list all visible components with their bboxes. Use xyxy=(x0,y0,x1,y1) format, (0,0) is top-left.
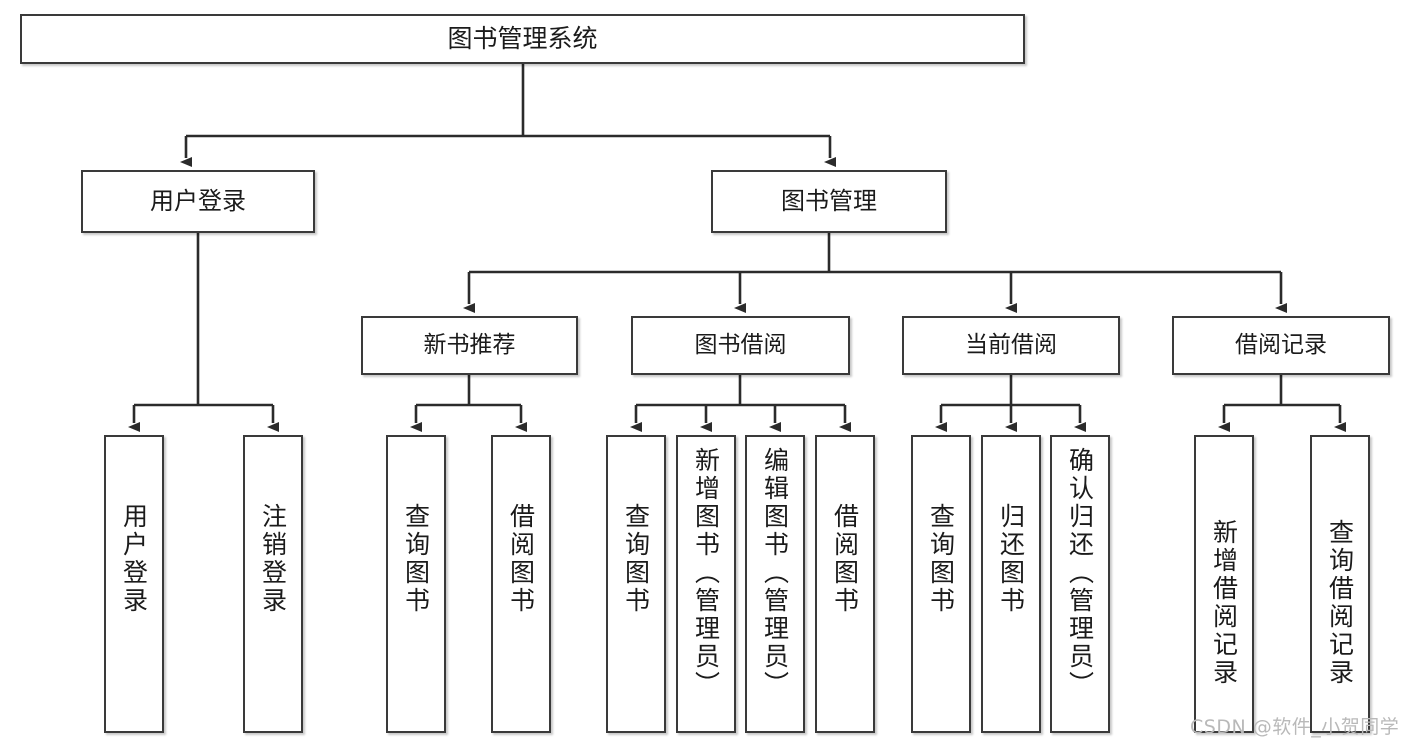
node-borrow-record[interactable]: 借阅记录 xyxy=(1172,316,1390,375)
leaf-borrow-book-recommend[interactable]: 借阅图书 xyxy=(491,435,551,733)
leaf-borrow-book[interactable]: 借阅图书 xyxy=(815,435,875,733)
node-user-login[interactable]: 用户登录 xyxy=(81,170,315,233)
leaf-borrow-book-label: 借阅图书 xyxy=(830,503,860,615)
node-root-label: 图书管理系统 xyxy=(447,24,598,54)
leaf-query-book-current[interactable]: 查询图书 xyxy=(911,435,971,733)
leaf-add-borrow-record-label: 新增借阅记录 xyxy=(1209,519,1239,687)
leaf-logout[interactable]: 注销登录 xyxy=(243,435,303,733)
leaf-edit-book-admin-label: 编辑图书（管理员） xyxy=(760,447,790,699)
node-borrow-record-label: 借阅记录 xyxy=(1235,331,1327,358)
leaf-query-borrow-record[interactable]: 查询借阅记录 xyxy=(1310,435,1370,733)
leaf-query-book-borrow[interactable]: 查询图书 xyxy=(606,435,666,733)
csdn-watermark: CSDN @软件_小贺同学 xyxy=(1190,716,1400,738)
node-book-borrow-label: 图书借阅 xyxy=(694,331,787,358)
leaf-user-login-label: 用户登录 xyxy=(119,503,149,615)
leaf-query-book-recommend-label: 查询图书 xyxy=(401,503,431,615)
node-new-book-recommend[interactable]: 新书推荐 xyxy=(361,316,578,375)
leaf-return-book[interactable]: 归还图书 xyxy=(981,435,1041,733)
node-new-book-recommend-label: 新书推荐 xyxy=(423,331,516,358)
leaf-query-book-recommend[interactable]: 查询图书 xyxy=(386,435,446,733)
leaf-add-book-admin[interactable]: 新增图书（管理员） xyxy=(676,435,736,733)
leaf-user-login[interactable]: 用户登录 xyxy=(104,435,164,733)
node-book-management[interactable]: 图书管理 xyxy=(711,170,947,233)
node-book-borrow[interactable]: 图书借阅 xyxy=(631,316,850,375)
leaf-edit-book-admin[interactable]: 编辑图书（管理员） xyxy=(745,435,805,733)
leaf-borrow-book-recommend-label: 借阅图书 xyxy=(506,503,536,615)
leaf-logout-label: 注销登录 xyxy=(258,503,288,615)
leaf-confirm-return-admin[interactable]: 确认归还（管理员） xyxy=(1050,435,1110,733)
node-root[interactable]: 图书管理系统 xyxy=(20,14,1025,64)
leaf-query-book-current-label: 查询图书 xyxy=(926,503,956,615)
leaf-query-book-borrow-label: 查询图书 xyxy=(621,503,651,615)
node-current-borrow-label: 当前借阅 xyxy=(965,331,1057,358)
node-book-management-label: 图书管理 xyxy=(781,187,877,216)
leaf-query-borrow-record-label: 查询借阅记录 xyxy=(1325,519,1355,687)
leaf-return-book-label: 归还图书 xyxy=(996,503,1026,615)
leaf-confirm-return-admin-label: 确认归还（管理员） xyxy=(1065,447,1095,699)
leaf-add-book-admin-label: 新增图书（管理员） xyxy=(691,447,721,699)
node-current-borrow[interactable]: 当前借阅 xyxy=(902,316,1120,375)
leaf-add-borrow-record[interactable]: 新增借阅记录 xyxy=(1194,435,1254,733)
node-user-login-label: 用户登录 xyxy=(150,187,246,216)
